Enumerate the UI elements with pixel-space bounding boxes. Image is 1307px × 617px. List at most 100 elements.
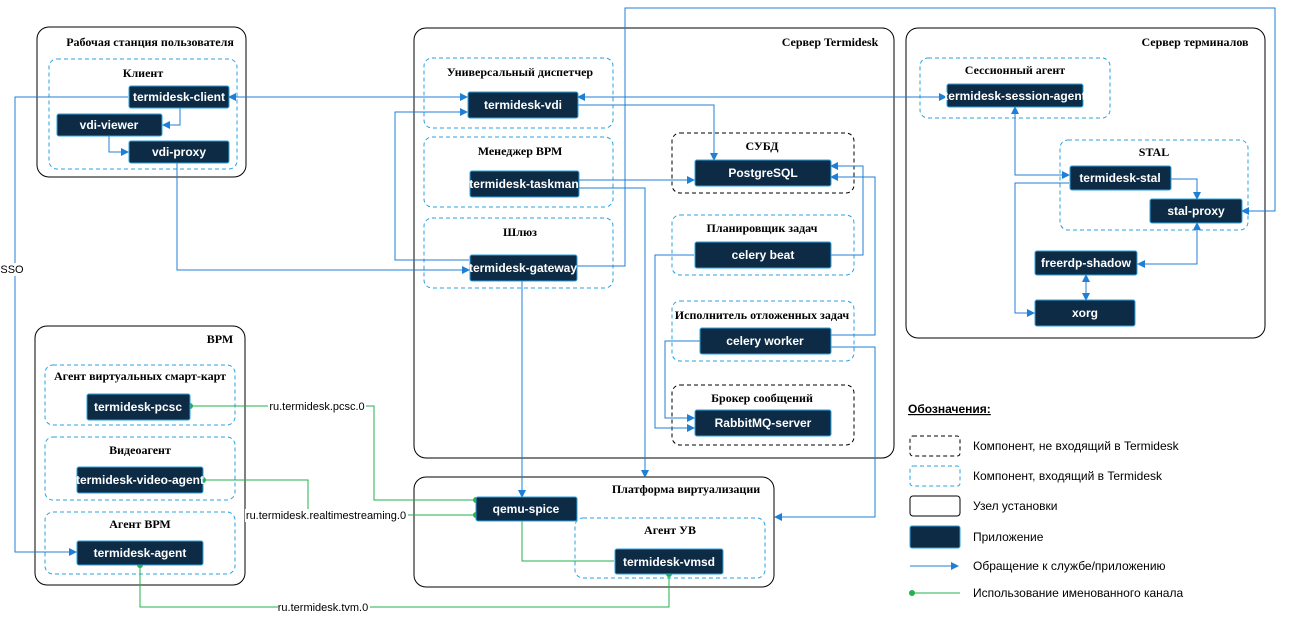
node-workstation: Рабочая станция пользователя — [36, 26, 247, 178]
label-realtime: ru.termidesk.realtimestreaming.0 — [246, 510, 406, 522]
group-message-broker-title: Брокер сообщений — [711, 391, 813, 405]
legend-label-call: Обращение к службе/приложению — [973, 559, 1166, 573]
node-server-terminals-title: Сервер терминалов — [1141, 35, 1249, 49]
legend-swatch-app — [909, 525, 961, 549]
app-rabbitmq-label: RabbitMQ-server — [715, 416, 812, 430]
app-video-agent-label: termidesk-video-agent — [76, 473, 204, 487]
group-vm-manager: Менеджер ВРМ — [423, 136, 614, 208]
legend-swatch-external — [909, 435, 961, 457]
group-universal-dispatcher-title: Универсальный диспетчер — [447, 65, 594, 79]
edge-proxy-freerdp — [1137, 222, 1201, 268]
legend-label-pipe: Использование именованного канала — [973, 586, 1183, 600]
legend: Обозначения: Компонент, не входящий в Te… — [908, 402, 1183, 600]
app-freerdp-shadow-label: freerdp-shadow — [1041, 256, 1132, 270]
app-stal-proxy-label: stal-proxy — [1167, 204, 1225, 218]
edge-gateway-stal-proxy — [577, 7, 1276, 267]
node-server-termidesk-title: Сервер Termidesk — [782, 35, 879, 49]
app-termidesk-vdi: termidesk-vdi — [467, 91, 579, 119]
edge-labels: SSO ru.termidesk.pcsc.0 ru.termidesk.rea… — [0, 263, 408, 614]
app-vdi-proxy-label: vdi-proxy — [152, 145, 206, 159]
legend-label-app: Приложение — [973, 530, 1044, 544]
app-termidesk-client-label: termidesk-client — [133, 90, 225, 104]
app-termidesk-pcsc-label: termidesk-pcsc — [94, 400, 182, 414]
app-celery-worker: celery worker — [699, 327, 832, 355]
pipe-pcsc — [190, 405, 476, 501]
app-rabbitmq: RabbitMQ-server — [694, 409, 832, 437]
edge-stal-xorg — [1014, 182, 1069, 317]
label-pcsc: ru.termidesk.pcsc.0 — [269, 401, 364, 413]
label-sso: SSO — [0, 264, 24, 276]
app-vdi-proxy: vdi-proxy — [128, 140, 230, 164]
app-termidesk-taskman: termidesk-taskman — [469, 170, 580, 198]
edge-session-stal — [1011, 106, 1070, 179]
edge-gateway-vdi — [394, 108, 469, 261]
edge-vdi-postgres — [578, 104, 718, 161]
app-xorg: xorg — [1034, 299, 1136, 327]
app-termidesk-stal-label: termidesk-stal — [1079, 171, 1160, 185]
group-task-scheduler-title: Планировщик задач — [707, 221, 818, 235]
app-celery-worker-label: celery worker — [726, 334, 804, 348]
legend-label-external: Компонент, не входящий в Termidesk — [973, 439, 1180, 453]
edge-client-viewer — [162, 108, 181, 129]
pipe-connectors — [137, 403, 672, 608]
pipe-qemu-vmsd — [521, 521, 614, 562]
group-client: Клиент — [48, 58, 238, 170]
group-task-scheduler: Планировщик задач — [671, 214, 855, 276]
node-vm-title: ВРМ — [207, 332, 233, 346]
edge-stal-proxy — [1171, 178, 1201, 200]
app-termidesk-vmsd-label: termidesk-vmsd — [623, 555, 715, 569]
group-gateway-title: Шлюз — [503, 225, 537, 239]
edge-worker-virt — [774, 346, 876, 521]
app-termidesk-stal: termidesk-stal — [1069, 165, 1172, 191]
app-postgresql: PostgreSQL — [694, 159, 832, 187]
label-tvm: ru.termidesk.tvm.0 — [278, 602, 368, 614]
pipe-tvm — [139, 565, 670, 608]
call-connectors — [14, 7, 1276, 556]
edge-taskman-virt — [579, 187, 649, 478]
edge-worker-postgres — [830, 173, 876, 336]
group-smartcard-agent-title: Агент виртуальных смарт-карт — [54, 369, 226, 383]
group-deferred-executor: Исполнитель отложенных задач — [671, 300, 855, 362]
legend-swatch-component — [909, 465, 961, 487]
app-postgresql-label: PostgreSQL — [728, 166, 797, 180]
app-termidesk-taskman-label: termidesk-taskman — [469, 177, 578, 191]
app-qemu-spice-label: qemu-spice — [493, 502, 560, 516]
app-termidesk-vmsd: termidesk-vmsd — [614, 548, 724, 575]
group-session-agent-title: Сессионный агент — [965, 63, 1065, 77]
app-xorg-label: xorg — [1072, 306, 1098, 320]
app-video-agent: termidesk-video-agent — [76, 466, 204, 494]
app-session-agent-label: termidesk-session-agent — [944, 89, 1085, 103]
app-freerdp-shadow: freerdp-shadow — [1034, 250, 1138, 276]
group-dbms: СУБД — [671, 132, 855, 194]
app-session-agent: termidesk-session-agent — [944, 83, 1086, 108]
group-stal: STAL — [1059, 139, 1249, 231]
app-celery-beat-label: celery beat — [732, 248, 795, 262]
app-vdi-viewer-label: vdi-viewer — [80, 118, 139, 132]
group-dbms-title: СУБД — [745, 139, 779, 153]
group-hv-agent-title: Агент УВ — [644, 523, 696, 537]
group-client-title: Клиент — [123, 66, 164, 80]
app-stal-proxy: stal-proxy — [1149, 198, 1243, 224]
group-gateway: Шлюз — [423, 217, 614, 289]
group-stal-title: STAL — [1139, 145, 1169, 159]
legend-title: Обозначения: — [908, 402, 991, 416]
node-virt-platform-title: Платформа виртуализации — [612, 482, 760, 496]
app-celery-beat: celery beat — [694, 241, 832, 269]
node-server-terminals: Сервер терминалов — [905, 27, 1266, 339]
node-server-termidesk: Сервер Termidesk — [413, 27, 895, 459]
app-termidesk-agent: termidesk-agent — [76, 540, 204, 566]
group-vm-manager-title: Менеджер ВРМ — [478, 144, 563, 158]
legend-label-component: Компонент, входящий в Termidesk — [973, 469, 1163, 483]
edge-beat-postgres — [830, 162, 864, 256]
edge-worker-rabbitmq — [664, 340, 700, 422]
legend-label-node: Узел установки — [973, 499, 1057, 513]
group-deferred-executor-title: Исполнитель отложенных задач — [675, 308, 850, 322]
node-workstation-title: Рабочая станция пользователя — [66, 35, 234, 49]
app-termidesk-agent-label: termidesk-agent — [94, 546, 187, 560]
app-termidesk-pcsc: termidesk-pcsc — [86, 393, 191, 421]
group-hv-agent: Агент УВ — [574, 517, 766, 579]
edge-beat-rabbitmq — [654, 254, 695, 432]
app-termidesk-vdi-label: termidesk-vdi — [484, 98, 562, 112]
edge-proxy-gateway — [176, 163, 470, 274]
